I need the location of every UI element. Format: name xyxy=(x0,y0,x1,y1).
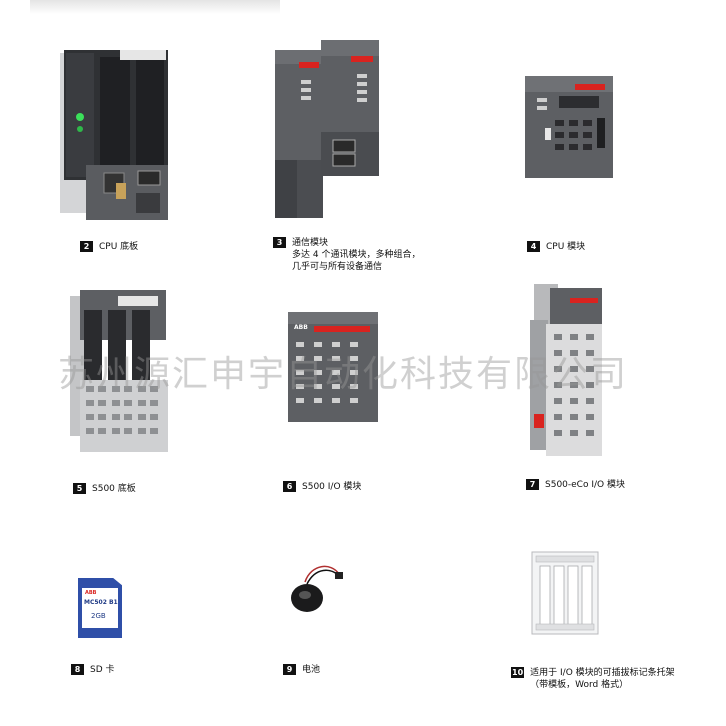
item-title: SD 卡 xyxy=(90,665,115,675)
item-title: S500 I/O 模块 xyxy=(302,482,362,492)
item-description-line: 几乎可与所有设备通信 xyxy=(292,262,383,272)
sd-card-label: ABB MC502 B1 2GB xyxy=(82,588,118,628)
item-description-line: （带模板，Word 格式） xyxy=(530,680,629,690)
item-caption: 9 电池 xyxy=(283,664,320,676)
item-caption: 4 CPU 模块 xyxy=(527,241,585,253)
sd-card-image: ABB MC502 B1 2GB xyxy=(78,578,122,638)
item-title: 通信模块 xyxy=(292,238,329,248)
item-number: 10 xyxy=(511,667,525,678)
battery-image xyxy=(291,565,343,612)
item-number: 7 xyxy=(526,479,539,490)
item-caption: 8 SD 卡 xyxy=(71,664,115,676)
sd-card-brand: ABB xyxy=(85,590,97,596)
item-caption: 3 通信模块 多达 4 个通讯模块，多种组合， 几乎可与所有设备通信 xyxy=(273,237,420,273)
item-caption: 7 S500-eCo I/O 模块 xyxy=(526,479,625,491)
io-module-graphic xyxy=(288,312,378,422)
item-title: S500-eCo I/O 模块 xyxy=(545,480,625,490)
s500-baseplate-image xyxy=(70,290,168,452)
item-caption: 2 CPU 底板 xyxy=(80,241,138,253)
item-title: CPU 底板 xyxy=(99,242,139,252)
item-description-line: 多达 4 个通讯模块，多种组合， xyxy=(292,250,421,260)
item-title: CPU 模块 xyxy=(546,242,586,252)
item-number: 9 xyxy=(283,664,296,675)
marker-strip-carrier-image xyxy=(531,551,599,635)
item-number: 2 xyxy=(80,241,93,252)
cpu-baseplate-image xyxy=(60,50,168,220)
abb-logo: ABB xyxy=(294,324,308,331)
cpu-module-image xyxy=(525,76,613,178)
sd-card-capacity: 2GB xyxy=(91,612,106,620)
communication-module-image xyxy=(275,40,379,218)
item-number: 5 xyxy=(73,483,86,494)
s500-io-module-image: ABB xyxy=(288,312,380,424)
item-number: 8 xyxy=(71,664,84,675)
item-title: 电池 xyxy=(302,665,321,675)
item-number: 6 xyxy=(283,481,296,492)
top-edge-shadow xyxy=(30,0,280,14)
item-caption: 6 S500 I/O 模块 xyxy=(283,481,361,493)
item-title: 适用于 I/O 模块的可插拔标记条托架 xyxy=(530,668,675,678)
item-number: 4 xyxy=(527,241,540,252)
item-caption: 10 适用于 I/O 模块的可插拔标记条托架 （带模板，Word 格式） xyxy=(511,667,675,691)
item-number: 3 xyxy=(273,237,286,248)
item-title: S500 底板 xyxy=(92,484,136,494)
item-caption: 5 S500 底板 xyxy=(73,483,136,495)
s500-eco-io-module-image xyxy=(530,284,605,459)
sd-card-model: MC502 B1 xyxy=(84,599,118,606)
eco-io-module-graphic xyxy=(530,284,602,456)
